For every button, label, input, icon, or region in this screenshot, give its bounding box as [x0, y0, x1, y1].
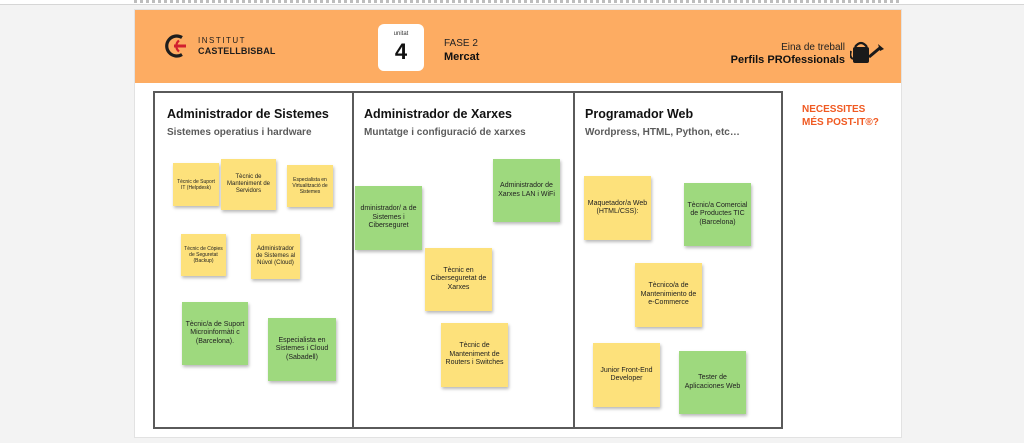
post-it-note[interactable]: Especialista en Virtualització de Sistem…: [287, 165, 333, 207]
logo-line-1: INSTITUT: [198, 36, 246, 45]
column-xarxes: Administrador de Xarxes Muntatge i confi…: [352, 93, 575, 427]
logo-line-2: CASTELLBISBAL: [198, 46, 276, 56]
institut-logo-icon: [165, 34, 186, 58]
column-title: Programador Web: [585, 107, 694, 121]
column-subtitle: Wordpress, HTML, Python, etc…: [585, 127, 740, 138]
column-title: Administrador de Sistemes: [167, 107, 329, 121]
profiles-grid: Administrador de Sistemes Sistemes opera…: [153, 91, 783, 429]
post-it-note[interactable]: Tester de Aplicaciones Web: [679, 351, 746, 414]
post-it-note[interactable]: Especialista en Sistemes i Cloud (Sabade…: [268, 318, 336, 381]
phase-name: Mercat: [444, 51, 480, 63]
institut-logo: INSTITUT CASTELLBISBAL: [165, 34, 275, 60]
tool-name: Perfils PROfessionals: [730, 54, 845, 66]
post-it-note[interactable]: Tècnic/a de Suport Microinformàti c (Bar…: [182, 302, 248, 365]
post-it-note[interactable]: Tècnic de Còpies de Seguretat (Backup): [181, 234, 226, 276]
post-it-note[interactable]: Junior Front-End Developer: [593, 343, 660, 407]
worksheet-board: INSTITUT CASTELLBISBAL unitat 4 FASE 2 M…: [134, 9, 902, 438]
top-toolbar-strip: [0, 0, 1024, 5]
dashed-edge: [134, 0, 900, 3]
column-web: Programador Web Wordpress, HTML, Python,…: [573, 93, 781, 427]
post-it-note[interactable]: Tècnic de Suport IT (Helpdesk): [173, 163, 219, 206]
unit-badge: unitat 4: [378, 24, 424, 71]
cta-line-2: MÉS POST-IT®?: [802, 117, 879, 128]
column-subtitle: Sistemes operatius i hardware: [167, 127, 312, 138]
post-it-note[interactable]: Tècnico/a de Mantenimiento de e-Commerce: [635, 263, 702, 327]
more-post-it-link[interactable]: NECESSITES MÉS POST-IT®?: [802, 103, 879, 129]
column-sistemes: Administrador de Sistemes Sistemes opera…: [155, 93, 354, 427]
post-it-note[interactable]: Tècnic de Manteniment de Routers i Switc…: [441, 323, 508, 387]
post-it-note[interactable]: Administrador de Sistemes al Núvol (Clou…: [251, 234, 300, 279]
watering-can-icon: [850, 41, 884, 63]
post-it-note[interactable]: Maquetador/a Web (HTML/CSS):: [584, 176, 651, 240]
unit-label: unitat: [393, 31, 409, 37]
post-it-note[interactable]: Tècnic/a Comercial de Productes TIC (Bar…: [684, 183, 751, 246]
post-it-note[interactable]: dministrador/ a de Sistemes i Cibersegur…: [355, 186, 422, 250]
post-it-note[interactable]: Administrador de Xarxes LAN i WiFi: [493, 159, 560, 222]
post-it-note[interactable]: Tècnic en Ciberseguretat de Xarxes: [425, 248, 492, 311]
unit-number: 4: [394, 39, 408, 64]
tool-label: Eina de treball: [781, 42, 845, 53]
cta-line-1: NECESSITES: [802, 104, 866, 115]
post-it-note[interactable]: Tècnic de Manteniment de Servidors: [221, 159, 276, 210]
column-title: Administrador de Xarxes: [364, 107, 512, 121]
worksheet-header: INSTITUT CASTELLBISBAL unitat 4 FASE 2 M…: [135, 10, 901, 83]
phase-label: FASE 2: [444, 38, 478, 49]
column-subtitle: Muntatge i configuració de xarxes: [364, 127, 526, 138]
